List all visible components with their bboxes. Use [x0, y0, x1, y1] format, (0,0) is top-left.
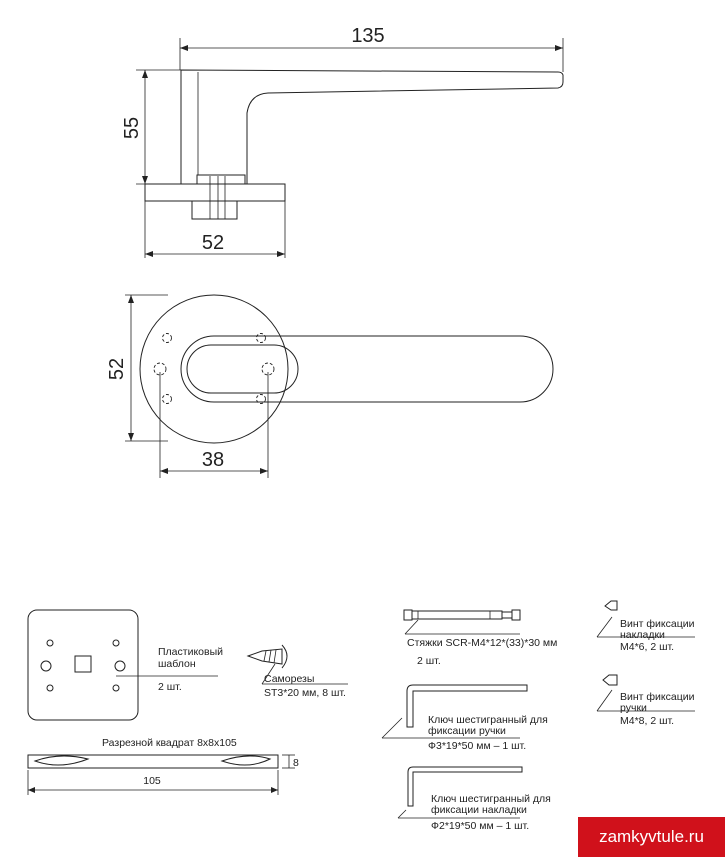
template-qty: 2 шт.: [158, 681, 182, 693]
handle-side-profile: [180, 69, 564, 185]
part-spindle: Разрезной квадрат 8х8х105 8 105: [27, 737, 299, 795]
watermark-badge[interactable]: zamkyvtule.ru: [578, 817, 725, 857]
part-screws: Саморезы ST3*20 мм, 8 шт.: [246, 644, 348, 699]
dim-rose-width: 52: [202, 232, 224, 254]
bolts-qty: 2 шт.: [417, 655, 441, 667]
dim-handle-height: 55: [121, 117, 143, 139]
side-view: 135 55 52: [121, 25, 564, 258]
top-view: 52 38: [106, 294, 554, 478]
watermark-text: zamkyvtule.ru: [599, 827, 704, 846]
dim-handle-length: 135: [351, 25, 384, 47]
spindle-stub: [191, 200, 238, 220]
rose-base-side: [144, 183, 286, 202]
spindle-dim-height: 8: [293, 757, 299, 769]
screws-name: Саморезы: [264, 673, 314, 685]
spindle-name: Разрезной квадрат 8х8х105: [102, 737, 237, 749]
screws-spec: ST3*20 мм, 8 шт.: [264, 687, 346, 699]
dim-rose-diameter: 52: [106, 358, 128, 380]
spindle-dim-length: 105: [143, 775, 161, 787]
screw-rose-spec: М4*6, 2 шт.: [620, 641, 674, 653]
part-bolts: Стяжки SCR-M4*12*(33)*30 мм 2 шт.: [403, 609, 557, 667]
screw-handle-spec: М4*8, 2 шт.: [620, 715, 674, 727]
hex-key-handle-spec: Ф3*19*50 мм – 1 шт.: [428, 740, 526, 752]
handle-top-outline: [180, 335, 554, 403]
hex-key-rose-spec: Ф2*19*50 мм – 1 шт.: [431, 820, 529, 832]
handle-inner-slot: [186, 344, 299, 394]
dim-hole-spacing: 38: [202, 449, 224, 471]
bolts-name: Стяжки SCR-M4*12*(33)*30 мм: [407, 637, 557, 649]
rose-circle: [139, 294, 289, 444]
